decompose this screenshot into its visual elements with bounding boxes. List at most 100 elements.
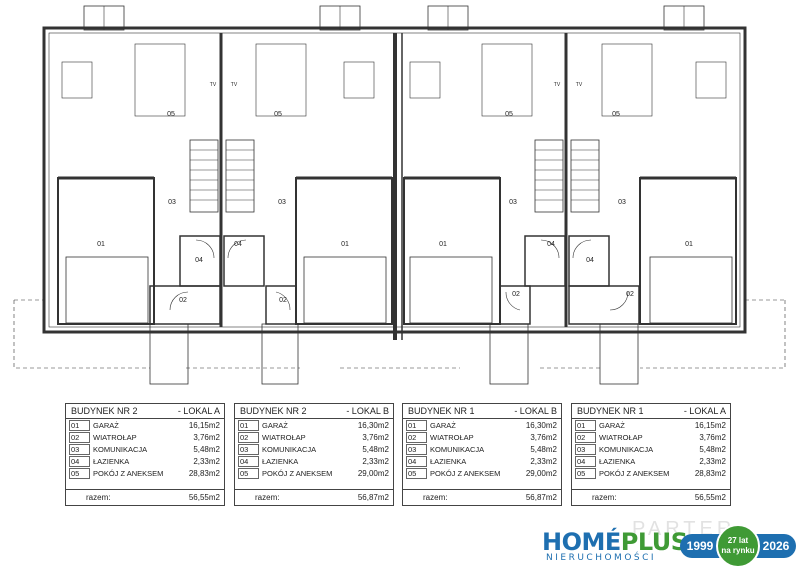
room-name: ŁAZIENKA <box>599 456 636 466</box>
room-03-label: 03 <box>168 199 176 206</box>
room-number: 03 <box>406 443 427 455</box>
room-name: KOMUNIKACJA <box>262 444 317 454</box>
table-unit: - LOKAL A <box>683 406 726 416</box>
room-name: GARAŻ <box>93 420 119 430</box>
room-area: 29,00m2 <box>357 468 389 478</box>
room-number: 05 <box>69 467 90 479</box>
tv-label: TV <box>210 82 217 88</box>
room-area: 16,30m2 <box>357 420 389 430</box>
room-name: POKÓJ Z ANEKSEM <box>93 468 164 478</box>
room-name: WIATROŁAP <box>599 432 643 442</box>
room-name: ŁAZIENKA <box>262 456 299 466</box>
tv-label: TV <box>554 82 561 88</box>
room-05-label: 05 <box>505 111 513 118</box>
room-area: 3,76m2 <box>699 432 726 442</box>
tv-label: TV <box>231 82 238 88</box>
floor-plan: 01 01 01 01 02 02 02 02 03 03 03 03 04 0… <box>13 5 786 385</box>
room-area: 3,76m2 <box>193 432 220 442</box>
room-number: 03 <box>69 443 90 455</box>
room-04-label: 04 <box>195 257 203 264</box>
room-area: 2,33m2 <box>193 456 220 466</box>
room-area: 5,48m2 <box>193 444 220 454</box>
room-04-label: 04 <box>234 241 242 248</box>
room-area: 3,76m2 <box>362 432 389 442</box>
room-area: 28,83m2 <box>188 468 220 478</box>
room-number: 04 <box>575 455 596 467</box>
room-number: 03 <box>238 443 259 455</box>
room-03-label: 03 <box>509 199 517 206</box>
badge-years-circle: 27 lat na rynku <box>716 524 760 568</box>
room-05-label: 05 <box>274 111 282 118</box>
room-name: ŁAZIENKA <box>93 456 130 466</box>
room-name: KOMUNIKACJA <box>430 444 485 454</box>
total-value: 56,55m2 <box>694 493 726 502</box>
room-name: GARAŻ <box>599 420 625 430</box>
table-total: razem: 56,55m2 <box>572 490 730 505</box>
room-03-label: 03 <box>278 199 286 206</box>
tv-label: TV <box>576 82 583 88</box>
room-02-label: 02 <box>279 297 287 304</box>
logo-subtitle: NIERUCHOMOŚCI <box>546 553 657 563</box>
room-name: POKÓJ Z ANEKSEM <box>599 468 670 478</box>
total-label: razem: <box>592 493 617 502</box>
room-area: 28,83m2 <box>694 468 726 478</box>
room-name: KOMUNIKACJA <box>93 444 148 454</box>
room-area: 2,33m2 <box>530 456 557 466</box>
table-building: BUDYNEK NR 1 <box>577 406 644 416</box>
total-value: 56,87m2 <box>525 493 557 502</box>
room-name: WIATROŁAP <box>93 432 137 442</box>
total-value: 56,55m2 <box>188 493 220 502</box>
logo-plus: PLUS <box>620 528 688 556</box>
room-name: KOMUNIKACJA <box>599 444 654 454</box>
room-01-label: 01 <box>685 241 693 248</box>
room-number: 01 <box>406 419 427 431</box>
room-name: POKÓJ Z ANEKSEM <box>262 468 333 478</box>
room-03-label: 03 <box>618 199 626 206</box>
room-number: 03 <box>575 443 596 455</box>
room-name: WIATROŁAP <box>430 432 474 442</box>
room-number: 02 <box>575 431 596 443</box>
room-area: 5,48m2 <box>699 444 726 454</box>
table-total: razem: 56,87m2 <box>403 490 561 505</box>
total-label: razem: <box>423 493 448 502</box>
homeplus-logo: HOMÉPLUS NIERUCHOMOŚCI <box>542 528 688 563</box>
table-total: razem:56,55m2 <box>66 490 224 505</box>
room-area: 29,00m2 <box>525 468 557 478</box>
room-area: 2,33m2 <box>699 456 726 466</box>
room-name: ŁAZIENKA <box>430 456 467 466</box>
logo-home: HOMÉ <box>542 528 621 556</box>
room-02-label: 02 <box>512 291 520 298</box>
table-total: razem:56,87m2 <box>235 490 393 505</box>
room-area: 16,15m2 <box>188 420 220 430</box>
room-area: 16,15m2 <box>694 420 726 430</box>
room-number: 05 <box>575 467 596 479</box>
table-building: BUDYNEK NR 2 <box>71 406 138 416</box>
total-label: razem: <box>255 493 280 502</box>
room-area: 3,76m2 <box>530 432 557 442</box>
room-area: 5,48m2 <box>362 444 389 454</box>
room-number: 01 <box>238 419 259 431</box>
table-unit: - LOKAL A <box>177 406 220 416</box>
badge-year-end: 2026 <box>756 534 796 558</box>
table-unit: - LOKAL B <box>514 406 557 416</box>
room-05-label: 05 <box>612 111 620 118</box>
